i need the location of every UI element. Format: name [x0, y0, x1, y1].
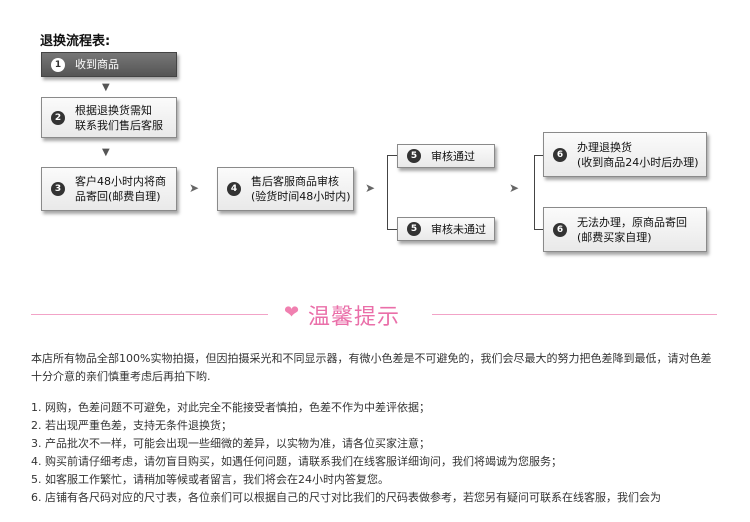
tips-list: 1. 网购，色差问题不可避免，对此完全不能接受者慎拍，色差不作为中差评依据； 2…	[31, 399, 731, 507]
step-label: 审核未通过	[431, 222, 486, 236]
step-label: 审核通过	[431, 149, 475, 163]
step-number: 1	[51, 57, 65, 72]
list-item: 3. 产品批次不一样，可能会出现一些细微的差异，以实物为准，请各位买家注意；	[31, 437, 430, 450]
step-6-handle-box: 6 办理退换货 (收到商品24小时后办理)	[543, 132, 707, 177]
step-label: 根据退换货需知 联系我们售后客服	[75, 103, 163, 132]
step-label: 无法办理，原商品寄回 (邮费买家自理)	[577, 215, 687, 244]
heart-icon: ❤	[284, 302, 300, 323]
branch-connector	[534, 155, 543, 156]
step-label: 收到商品	[75, 58, 119, 71]
list-item: 1. 网购，色差问题不可避免，对此完全不能接受者慎拍，色差不作为中差评依据；	[31, 401, 430, 414]
step-2-box: 2 根据退换货需知 联系我们售后客服	[41, 97, 177, 138]
step-label: 办理退换货 (收到商品24小时后办理)	[577, 140, 699, 169]
step-5-pass-box: 5 审核通过	[397, 144, 495, 168]
divider-left	[31, 314, 268, 315]
arrow-right-icon: ➤	[365, 181, 376, 195]
list-item: 6. 店铺有各尺码对应的尺寸表，各位亲们可以根据自己的尺寸对比我们的尺码表做参考…	[31, 491, 661, 504]
list-item: 2. 若出现严重色差，支持无条件退换货；	[31, 419, 232, 432]
branch-connector	[387, 155, 388, 230]
step-5-fail-box: 5 审核未通过	[397, 217, 495, 241]
step-label: 售后客服商品审核 (验货时间48小时内)	[251, 175, 351, 203]
step-1-box: 1 收到商品	[41, 52, 177, 77]
divider-right	[432, 314, 717, 315]
arrow-right-icon: ➤	[509, 181, 520, 195]
branch-connector	[387, 229, 397, 230]
flow-title: 退换流程表:	[40, 34, 111, 49]
arrow-down-icon: ▼	[102, 147, 110, 158]
branch-connector	[534, 155, 535, 230]
tips-intro: 本店所有物品全部100%实物拍摄，但因拍摄采光和不同显示器，有微小色差是不可避免…	[31, 352, 712, 383]
step-label: 客户48小时内将商 品寄回(邮费自理)	[75, 175, 166, 203]
branch-connector	[387, 155, 397, 156]
step-number: 6	[553, 222, 567, 237]
step-number: 6	[553, 147, 567, 162]
branch-connector	[534, 229, 543, 230]
step-6-return-box: 6 无法办理，原商品寄回 (邮费买家自理)	[543, 207, 707, 252]
tips-title: 温馨提示	[308, 305, 401, 330]
step-number: 4	[227, 182, 241, 196]
arrow-right-icon: ➤	[189, 181, 200, 195]
arrow-down-icon: ▼	[102, 82, 110, 93]
list-item: 5. 如客服工作繁忙，请稍加等候或者留言，我们将会在24小时内答复您。	[31, 473, 389, 486]
step-number: 5	[407, 222, 421, 236]
list-item: 4. 购买前请仔细考虑，请勿盲目购买，如遇任何问题，请联系我们在线客服详细询问，…	[31, 455, 562, 468]
step-number: 3	[51, 182, 65, 196]
step-3-box: 3 客户48小时内将商 品寄回(邮费自理)	[41, 167, 177, 211]
step-number: 5	[407, 149, 421, 163]
step-4-box: 4 售后客服商品审核 (验货时间48小时内)	[217, 167, 354, 211]
step-number: 2	[51, 110, 65, 125]
